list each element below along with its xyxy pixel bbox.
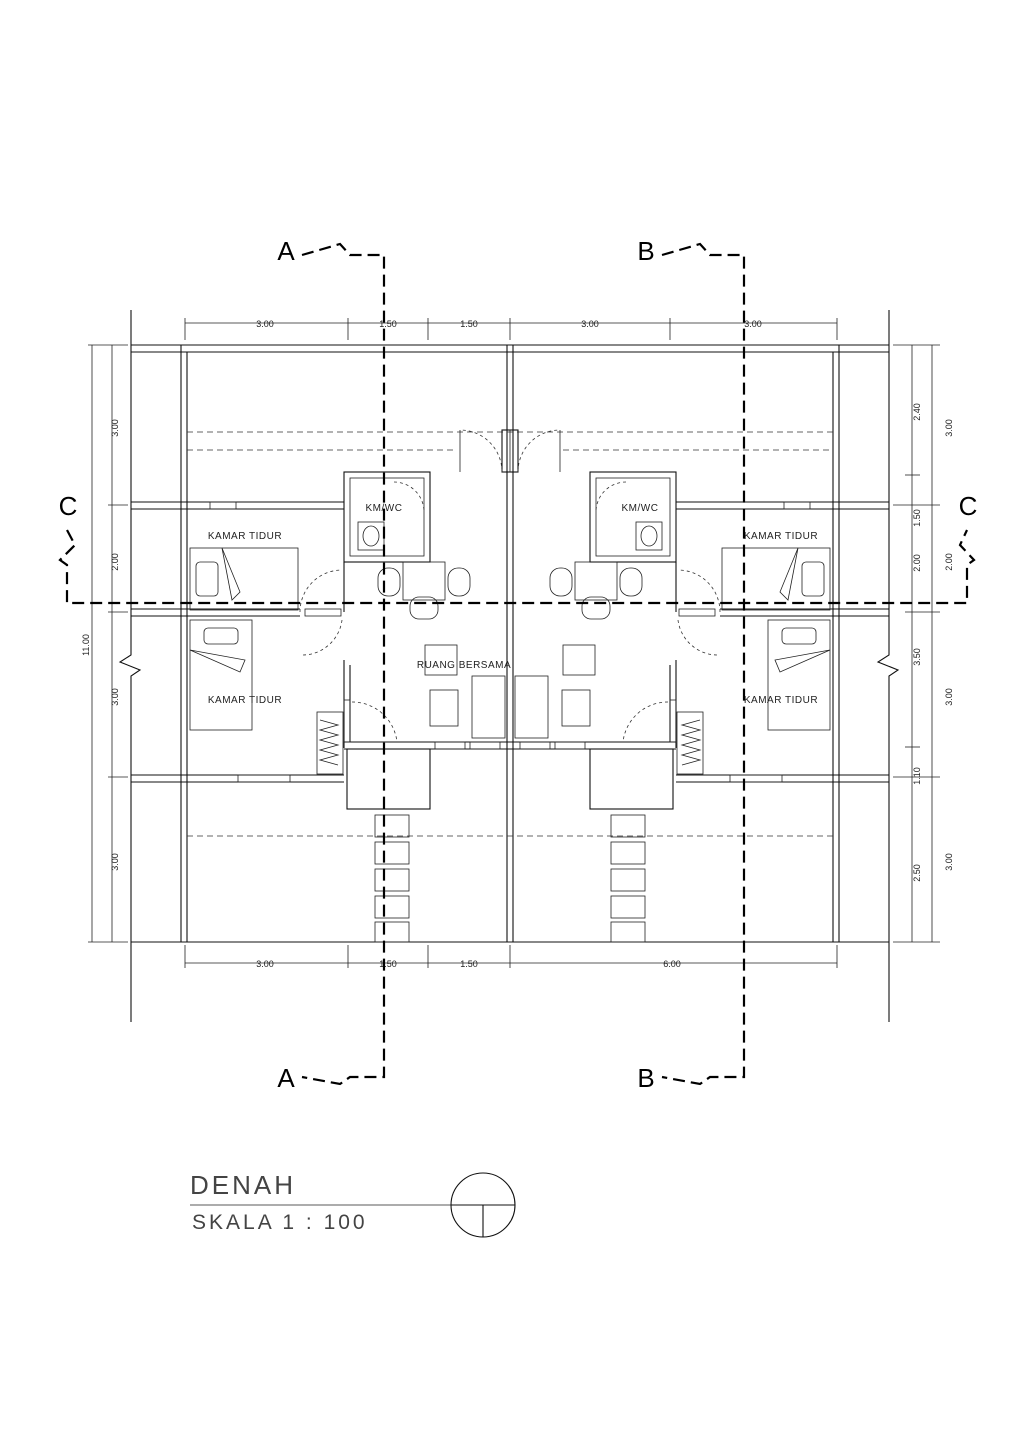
section-marker-c-left: C — [59, 491, 78, 521]
dim-bottom-2: 1.50 — [379, 959, 397, 969]
dim-right-outer-1: 3.00 — [944, 419, 954, 437]
dim-top-3: 1.50 — [460, 319, 478, 329]
dim-right-5: 1.10 — [912, 767, 922, 785]
room-labels: KM/WC KM/WC KAMAR TIDUR KAMAR TIDUR KAMA… — [208, 503, 818, 706]
furniture — [189, 521, 831, 943]
title-block: DENAH SKALA 1 : 100 — [190, 1170, 516, 1238]
room-label-kamar-tidur-right-lower: KAMAR TIDUR — [744, 695, 818, 706]
dimension-labels: 3.00 1.50 1.50 3.00 3.00 3.00 1.50 1.50 … — [81, 319, 954, 969]
dim-left-2: 2.00 — [110, 553, 120, 571]
doors — [299, 429, 721, 743]
dim-left-3: 3.00 — [110, 688, 120, 706]
dim-left-4: 3.00 — [110, 853, 120, 871]
room-label-kamar-tidur-left-upper: KAMAR TIDUR — [208, 531, 282, 542]
room-label-kamar-tidur-left-lower: KAMAR TIDUR — [208, 695, 282, 706]
dim-bottom-1: 3.00 — [256, 959, 274, 969]
outer-break-lines — [118, 310, 900, 1022]
core-walls — [343, 429, 677, 810]
windows — [209, 501, 811, 783]
section-marker-b-bottom: B — [637, 1063, 654, 1093]
section-marker-a-top: A — [277, 236, 295, 266]
dim-right-4: 3.50 — [912, 648, 922, 666]
walls — [131, 344, 889, 943]
drawing-title: DENAH — [190, 1170, 296, 1200]
dim-right-3: 2.00 — [912, 554, 922, 572]
dim-right-outer-4: 3.00 — [944, 853, 954, 871]
dim-right-2: 1.50 — [912, 509, 922, 527]
room-label-km-wc-left: KM/WC — [366, 503, 403, 514]
room-label-km-wc-right: KM/WC — [622, 503, 659, 514]
section-lines — [58, 242, 976, 1086]
dim-right-6: 2.50 — [912, 864, 922, 882]
dim-top-5: 3.00 — [744, 319, 762, 329]
dimension-lines — [88, 318, 940, 968]
dim-bottom-4: 6.00 — [663, 959, 681, 969]
room-label-kamar-tidur-right-upper: KAMAR TIDUR — [744, 531, 818, 542]
dim-right-outer-3: 3.00 — [944, 688, 954, 706]
drawing-scale: SKALA 1 : 100 — [192, 1211, 368, 1234]
dim-top-4: 3.00 — [581, 319, 599, 329]
section-marker-c-right: C — [959, 491, 978, 521]
section-marker-b-top: B — [637, 236, 654, 266]
section-marker-a-bottom: A — [277, 1063, 295, 1093]
dim-right-1: 2.40 — [912, 403, 922, 421]
section-markers: A A B B C C — [59, 236, 978, 1093]
dim-left-total: 11.00 — [81, 634, 91, 656]
dim-top-2: 1.50 — [379, 319, 397, 329]
dim-top-1: 3.00 — [256, 319, 274, 329]
dim-bottom-3: 1.50 — [460, 959, 478, 969]
dim-left-1: 3.00 — [110, 419, 120, 437]
dim-right-outer-2: 2.00 — [944, 553, 954, 571]
room-label-ruang-bersama: RUANG BERSAMA — [417, 660, 511, 671]
